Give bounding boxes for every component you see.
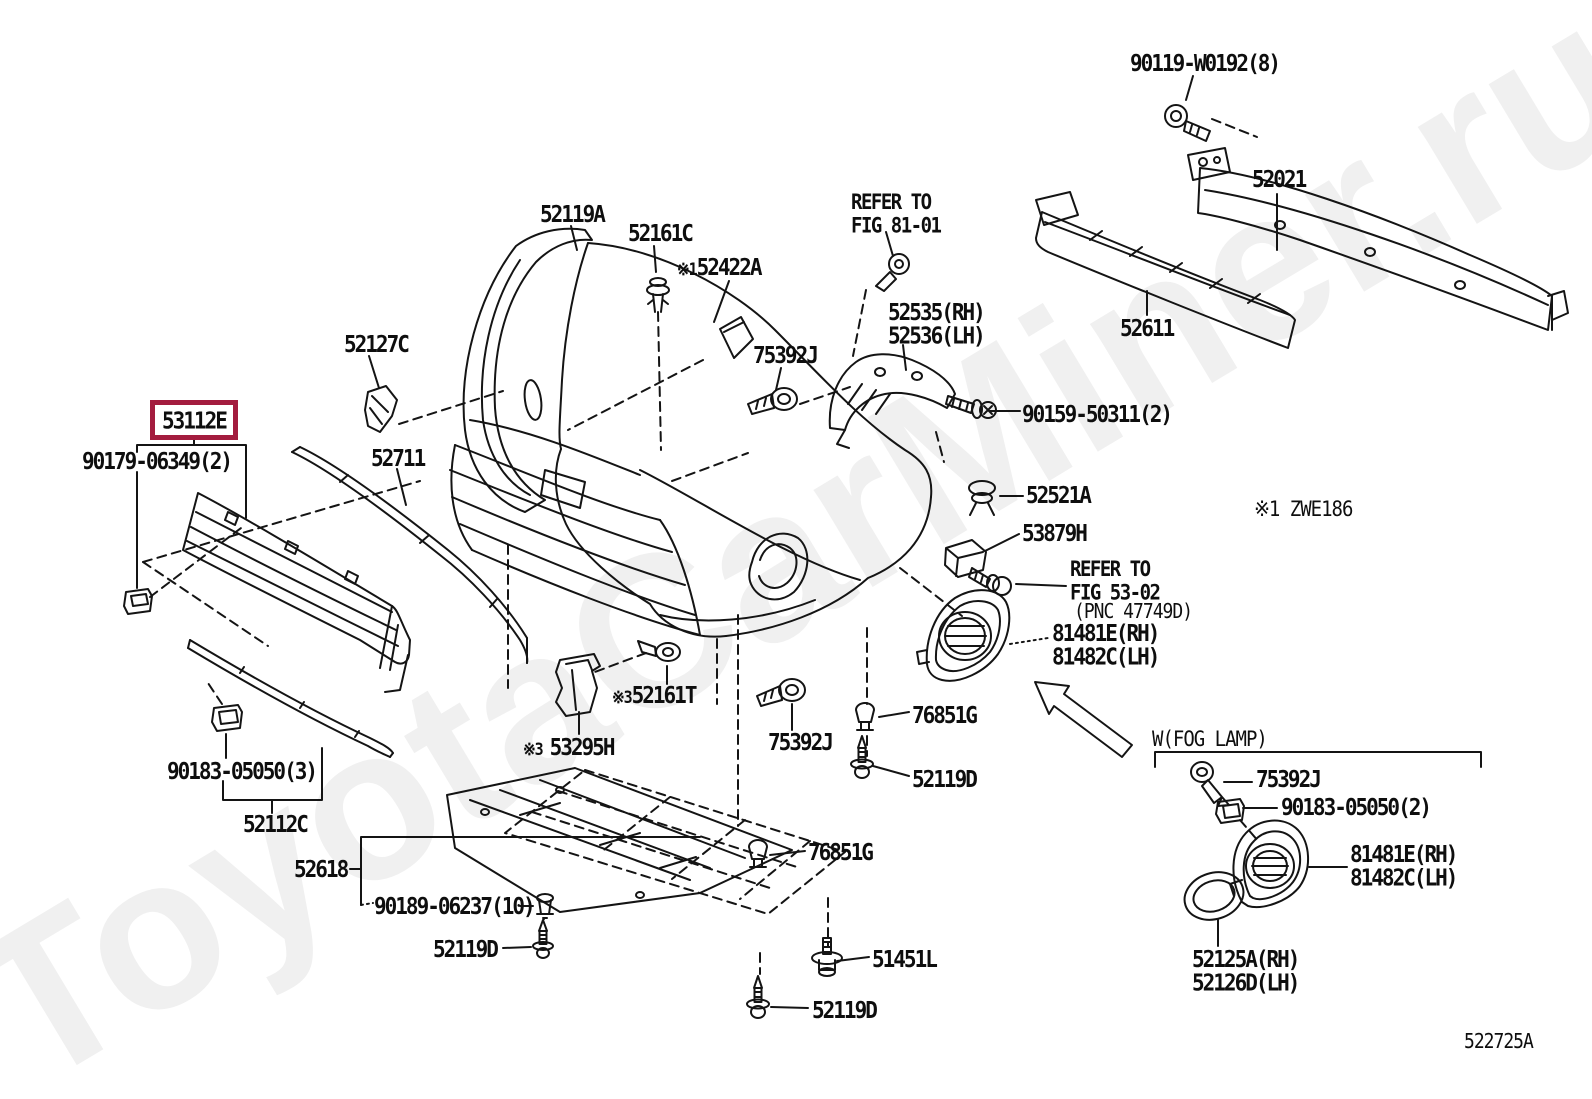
pnc-note: (PNC 47749D) [1074,600,1193,624]
part-label-52021[interactable]: 52021 [1252,165,1307,193]
part-label-52125a[interactable]: 52125A(RH) 52126D(LH) [1192,945,1300,997]
part-label-52611[interactable]: 52611 [1120,314,1175,342]
cover-52127c-drawing [365,386,397,432]
part-label-81481e-fog[interactable]: 81481E(RH) 81482C(LH) [1350,840,1458,892]
note-prefix: ※3 [612,687,633,708]
part-label-90189[interactable]: 90189-06237(10) [374,892,536,920]
part-label-52535[interactable]: 52535(RH) 52536(LH) [888,298,986,350]
bolt-75392j-top-icon [748,388,797,414]
note-prefix: ※1 [677,259,698,280]
dashed-lines [143,119,1259,974]
clip-52161c-icon [647,278,669,312]
part-label-52112c[interactable]: 52112C [243,810,309,838]
part-label-75392j-mid[interactable]: 75392J [768,728,834,756]
part-label-53112e: 53112E [162,407,228,434]
sensor-53879h-icon [945,540,986,577]
refer-fig53-note: REFER TO FIG 53-02 [1070,556,1161,606]
bumper-reinforcement-drawing [1188,148,1568,330]
part-label-52618[interactable]: 52618 [294,855,349,883]
under-cover-drawing [447,768,792,912]
part-label-75392j-fog[interactable]: 75392J [1256,765,1322,793]
part-label-90183-3[interactable]: 90183-05050(3) [167,757,318,785]
part-label-53879h[interactable]: 53879H [1022,519,1088,547]
piece-52422a-drawing [720,317,753,358]
part-label-52711[interactable]: 52711 [371,444,426,472]
fog-cover-52125a-drawing [1178,865,1249,927]
part-label-90179[interactable]: 90179-06349(2) [82,447,233,475]
fog-bezel-main-drawing [917,590,1009,681]
note-prefix: ※3 [523,739,544,760]
clip-90189-icon [537,894,553,918]
part-label-52521a[interactable]: 52521A [1026,481,1092,509]
grille-molding-drawing [188,640,393,757]
fog-screw-75392j-icon [1191,762,1229,806]
bracket-52535-drawing [830,354,955,448]
bolt-90119-icon [1165,105,1210,141]
figure-code: 522725A [1464,1030,1534,1054]
part-label-75392j-top[interactable]: 75392J [753,341,819,369]
part-label-52127c[interactable]: 52127C [344,330,410,358]
front-bumper-cover-drawing [450,243,931,637]
bracket-53295h-drawing [556,654,600,716]
part-label-90183-2[interactable]: 90183-05050(2) [1281,793,1432,821]
fog-section-title: W(FOG LAMP) [1152,726,1268,752]
bumper-absorber-drawing [1036,192,1295,348]
part-label-52161t[interactable]: ※352161T [612,681,697,709]
clip-76851g-bottom-icon [749,840,767,867]
part-label-52161c[interactable]: 52161C [628,219,694,247]
part-label-52119d-right[interactable]: 52119D [912,765,978,793]
nut-90179-icon [124,589,152,614]
fog-bezel-drawing [1230,821,1308,907]
bumper-upper-cover-drawing [464,229,592,512]
fog-nut-90183-icon [1216,799,1244,823]
nut-90183-icon [212,705,242,731]
part-label-76851g-right[interactable]: 76851G [912,701,978,729]
bolt-75392j-mid-icon [757,679,805,706]
variant-note: ※1 ZWE186 [1254,496,1353,522]
refer-fig81-note: REFER TO FIG 81-01 [851,189,942,239]
dotted-leader-lines [361,638,1048,905]
screw-52119d-left-icon [533,920,553,958]
radiator-grille-drawing [183,493,410,692]
part-label-90119[interactable]: 90119-W0192(8) [1130,49,1281,77]
part-label-52119d-center[interactable]: 52119D [812,996,878,1024]
screw-52119d-right-icon [851,736,873,778]
part-label-52119a[interactable]: 52119A [540,200,606,228]
bolt-fig81-icon [876,254,909,291]
clip-52521a-icon [969,481,995,515]
bolt-51451l-icon [812,938,842,976]
part-label-51451l[interactable]: 51451L [872,945,938,973]
bolt-90159-icon [946,396,996,418]
direction-arrow-icon [1035,682,1132,757]
leader-lines [137,76,1481,1008]
pin-52161t-icon [638,641,680,661]
part-label-76851g-bottom[interactable]: 76851G [808,838,874,866]
highlighted-part-box[interactable]: 53112E [150,400,238,440]
upper-retainer-drawing [292,447,527,663]
part-label-81481e[interactable]: 81481E(RH) 81482C(LH) [1052,619,1160,671]
clip-76851g-right-icon [856,703,874,730]
part-label-90159[interactable]: 90159-50311(2) [1022,400,1173,428]
screw-52119d-center-icon [747,976,769,1018]
part-label-52422a[interactable]: ※152422A [677,253,762,281]
part-label-52119d-left[interactable]: 52119D [433,935,499,963]
